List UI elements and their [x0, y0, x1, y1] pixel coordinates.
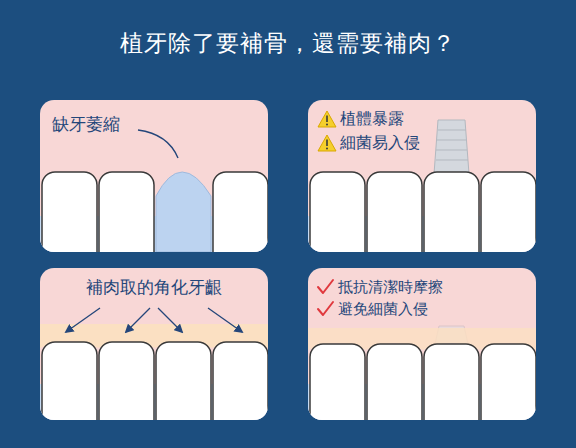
warning-icon	[318, 111, 336, 127]
title: 植牙除了要補骨，還需要補肉？	[0, 28, 576, 59]
leader-arrows	[66, 308, 242, 332]
panel-box: 補肉取的角化牙齦	[40, 268, 268, 420]
panel-box: 植體暴露細菌易入侵	[308, 100, 536, 252]
panel-art	[40, 268, 268, 442]
panel-art	[308, 268, 536, 444]
panel-text: 抵抗清潔時摩擦	[338, 276, 536, 298]
panel-box: 缺牙萎縮	[40, 100, 268, 252]
panel-text: 避免細菌入侵	[338, 298, 536, 320]
warning-icon	[318, 135, 336, 151]
panel-box: 抵抗清潔時摩擦避免細菌入侵	[308, 268, 536, 420]
panel-text: 植體暴露	[340, 107, 536, 131]
panel-art	[308, 100, 536, 272]
panel-text: 細菌易入侵	[340, 131, 536, 155]
panel-art	[40, 100, 268, 272]
check-mark	[318, 280, 333, 293]
check-mark	[318, 302, 333, 315]
panel-text: 補肉取的角化牙齦	[40, 275, 268, 299]
panel-text: 缺牙萎縮	[52, 112, 268, 136]
